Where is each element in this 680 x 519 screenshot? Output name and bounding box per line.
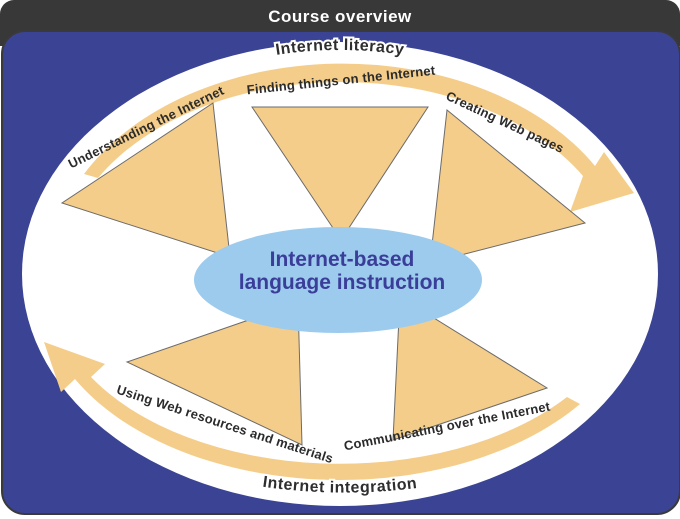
center-caption-line2: language instruction: [238, 271, 446, 294]
page-title: Course overview: [268, 7, 412, 26]
triangle-using-web-resources: [125, 302, 303, 446]
center-caption-line1: Internet-based: [269, 247, 415, 271]
triangle-communicating: [392, 296, 549, 441]
center-ellipse: [194, 227, 482, 333]
literacy-arrow: [84, 63, 634, 212]
integration-arrow: [44, 342, 580, 480]
triangle-finding-things: [251, 106, 429, 241]
triangle-understanding-the-internet: [60, 102, 231, 258]
triangle-creating-web-pages: [429, 109, 587, 264]
center-caption: Internet-based language instruction: [239, 248, 446, 294]
